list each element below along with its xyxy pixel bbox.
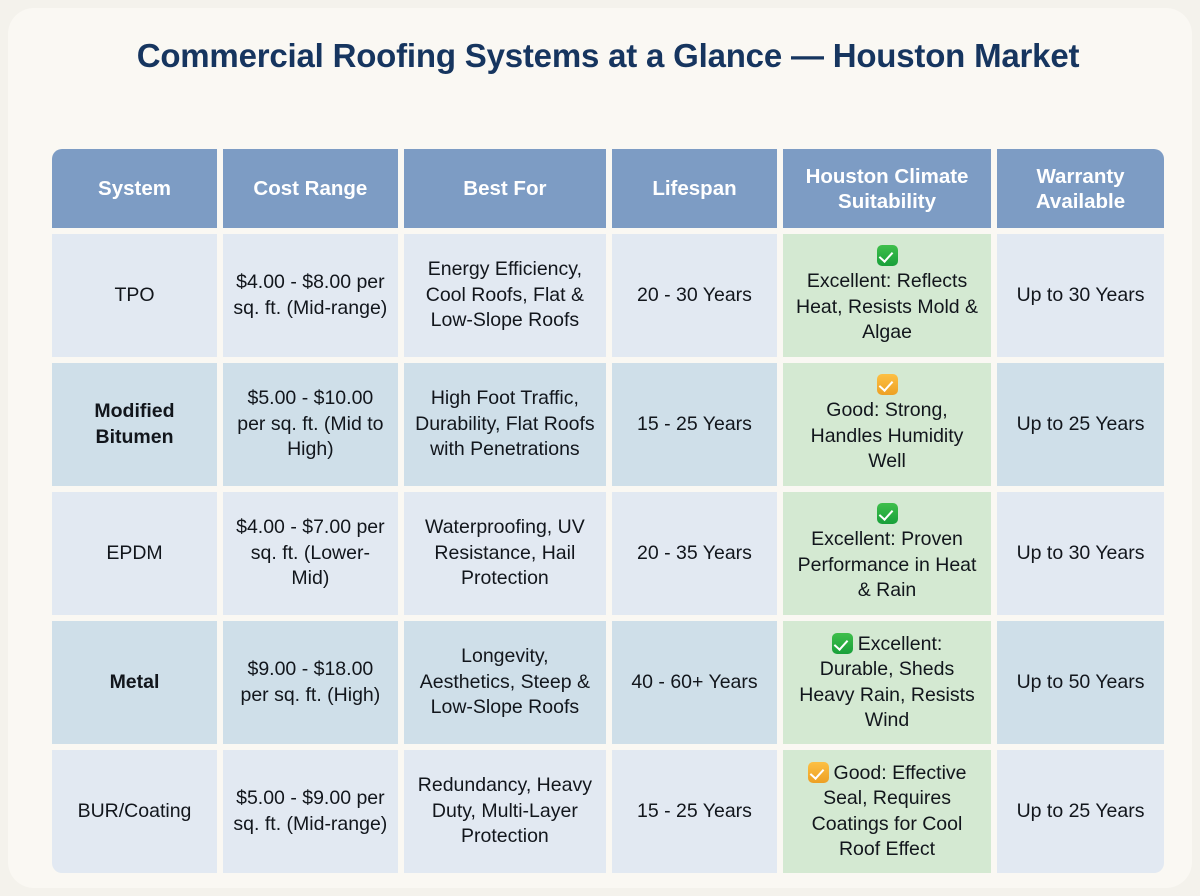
- cell-climate-text: Excellent: Reflects Heat, Resists Mold &…: [795, 270, 979, 344]
- cell-cost-range: $5.00 - $9.00 per sq. ft. (Mid-range): [222, 750, 398, 873]
- table-row: Metal $9.00 - $18.00 per sq. ft. (High) …: [52, 621, 1164, 744]
- cell-cost-range: $4.00 - $7.00 per sq. ft. (Lower-Mid): [222, 492, 398, 615]
- cell-warranty: Up to 30 Years: [997, 492, 1164, 615]
- cell-warranty: Up to 50 Years: [997, 621, 1164, 744]
- cell-best-for: Waterproofing, UV Resistance, Hail Prote…: [403, 492, 606, 615]
- cell-cost-range: $9.00 - $18.00 per sq. ft. (High): [222, 621, 398, 744]
- cell-best-for: Longevity, Aesthetics, Steep & Low-Slope…: [403, 621, 606, 744]
- table-row: TPO $4.00 - $8.00 per sq. ft. (Mid-range…: [52, 234, 1164, 357]
- cell-lifespan: 20 - 35 Years: [611, 492, 777, 615]
- amber-check-icon: [807, 761, 829, 783]
- cell-climate-suitability: Excellent: Durable, Sheds Heavy Rain, Re…: [782, 621, 992, 744]
- cell-climate-text: Excellent: Durable, Sheds Heavy Rain, Re…: [793, 632, 981, 733]
- cell-best-for: High Foot Traffic, Durability, Flat Roof…: [403, 363, 606, 486]
- table-header-row: System Cost Range Best For Lifespan Hous…: [52, 149, 1164, 228]
- green-check-icon: [876, 245, 898, 267]
- column-header-cost-range: Cost Range: [222, 149, 398, 228]
- cell-best-for: Energy Efficiency, Cool Roofs, Flat & Lo…: [403, 234, 606, 357]
- column-header-warranty-available: Warranty Available: [997, 149, 1164, 228]
- page-title: Commercial Roofing Systems at a Glance —…: [52, 34, 1164, 78]
- column-header-houston-climate-suitability: Houston Climate Suitability: [782, 149, 992, 228]
- amber-check-icon: [876, 374, 898, 396]
- column-header-system: System: [52, 149, 217, 228]
- cell-climate-text: Good: Effective Seal, Requires Coatings …: [793, 761, 981, 862]
- column-header-best-for: Best For: [403, 149, 606, 228]
- cell-warranty: Up to 25 Years: [997, 750, 1164, 873]
- cell-system: BUR/Coating: [52, 750, 217, 873]
- table-row: Modified Bitumen $5.00 - $10.00 per sq. …: [52, 363, 1164, 486]
- page-title-text: Commercial Roofing Systems at a Glance —…: [136, 37, 1080, 74]
- cell-warranty: Up to 30 Years: [997, 234, 1164, 357]
- cell-climate-label: Excellent: Durable, Sheds Heavy Rain, Re…: [799, 632, 975, 731]
- cell-lifespan: 15 - 25 Years: [611, 363, 777, 486]
- column-header-lifespan: Lifespan: [611, 149, 777, 228]
- cell-cost-range: $5.00 - $10.00 per sq. ft. (Mid to High): [222, 363, 398, 486]
- green-check-icon: [831, 632, 853, 654]
- cell-cost-range: $4.00 - $8.00 per sq. ft. (Mid-range): [222, 234, 398, 357]
- cell-climate-suitability: Excellent: Reflects Heat, Resists Mold &…: [782, 234, 992, 357]
- cell-climate-label: Good: Effective Seal, Requires Coatings …: [811, 761, 967, 860]
- cell-system: Metal: [52, 621, 217, 744]
- cell-system: EPDM: [52, 492, 217, 615]
- cell-lifespan: 20 - 30 Years: [611, 234, 777, 357]
- cell-system: Modified Bitumen: [52, 363, 217, 486]
- table-row: EPDM $4.00 - $7.00 per sq. ft. (Lower-Mi…: [52, 492, 1164, 615]
- cell-warranty: Up to 25 Years: [997, 363, 1164, 486]
- cell-climate-suitability: Good: Strong, Handles Humidity Well: [782, 363, 992, 486]
- cell-lifespan: 15 - 25 Years: [611, 750, 777, 873]
- cell-lifespan: 40 - 60+ Years: [611, 621, 777, 744]
- cell-system: TPO: [52, 234, 217, 357]
- roofing-systems-table: System Cost Range Best For Lifespan Hous…: [52, 149, 1164, 873]
- cell-climate-text: Good: Strong, Handles Humidity Well: [810, 399, 964, 473]
- cell-best-for: Redundancy, Heavy Duty, Multi-Layer Prot…: [403, 750, 606, 873]
- page-card: Commercial Roofing Systems at a Glance —…: [8, 8, 1192, 888]
- cell-climate-suitability: Excellent: Proven Performance in Heat & …: [782, 492, 992, 615]
- cell-climate-suitability: Good: Effective Seal, Requires Coatings …: [782, 750, 992, 873]
- green-check-icon: [876, 503, 898, 525]
- cell-climate-text: Excellent: Proven Performance in Heat & …: [797, 528, 977, 602]
- table-row: BUR/Coating $5.00 - $9.00 per sq. ft. (M…: [52, 750, 1164, 873]
